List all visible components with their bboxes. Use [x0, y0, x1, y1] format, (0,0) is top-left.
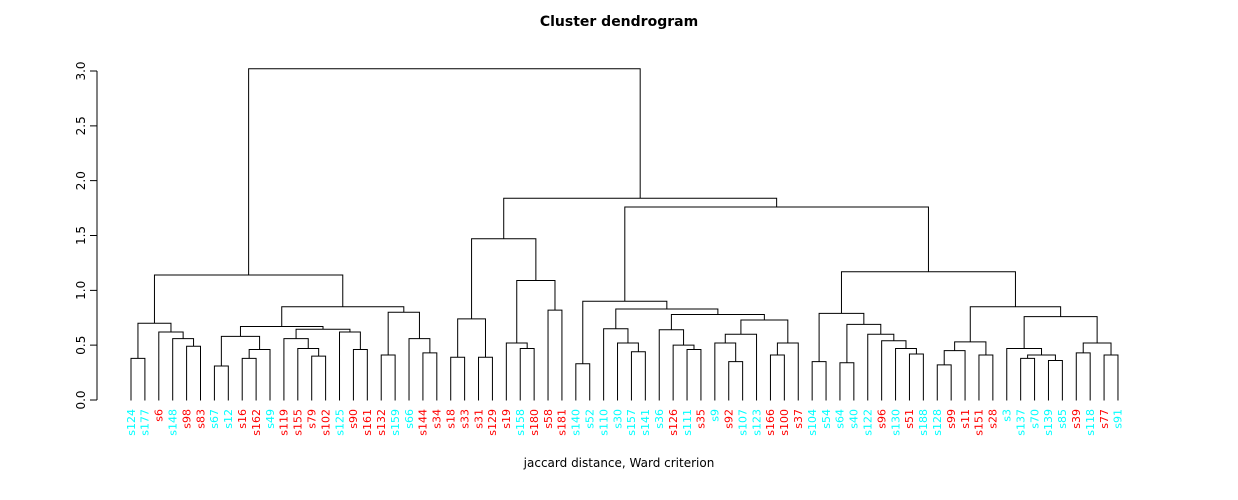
leaf-label-s162: s162 [250, 409, 263, 436]
leaf-label-s79: s79 [305, 409, 318, 429]
leaf-label-s70: s70 [1028, 409, 1041, 429]
y-tick-label: 1.5 [74, 226, 88, 245]
leaf-label-s11: s11 [959, 409, 972, 429]
leaf-label-s128: s128 [931, 409, 944, 436]
leaf-label-s40: s40 [848, 409, 861, 429]
leaf-label-s188: s188 [917, 409, 930, 436]
leaf-label-s90: s90 [347, 409, 360, 429]
leaf-label-s28: s28 [987, 409, 1000, 429]
leaf-label-s102: s102 [319, 409, 332, 436]
y-axis [90, 70, 98, 401]
leaf-label-s125: s125 [333, 409, 346, 436]
leaf-label-s31: s31 [472, 409, 485, 429]
leaf-label-s122: s122 [861, 409, 874, 436]
leaf-label-s16: s16 [236, 409, 249, 429]
leaf-label-s49: s49 [264, 409, 277, 429]
leaf-label-s9: s9 [709, 409, 722, 422]
leaf-label-s181: s181 [556, 409, 569, 436]
leaf-label-s123: s123 [750, 409, 763, 436]
leaf-label-s118: s118 [1084, 409, 1097, 436]
leaf-label-s39: s39 [1070, 409, 1083, 429]
leaf-label-s119: s119 [278, 409, 291, 436]
axis-caption: jaccard distance, Ward criterion [523, 456, 715, 470]
y-tick-label: 3.0 [74, 61, 88, 80]
y-tick-label: 2.5 [74, 116, 88, 135]
leaf-label-s148: s148 [166, 409, 179, 436]
leaf-label-s177: s177 [139, 409, 152, 436]
leaf-label-s51: s51 [903, 409, 916, 429]
y-tick-label: 2.0 [74, 171, 88, 190]
leaf-label-s137: s137 [1014, 409, 1027, 436]
leaf-label-s132: s132 [375, 409, 388, 436]
leaf-label-s66: s66 [403, 409, 416, 429]
leaf-label-s111: s111 [681, 409, 694, 436]
leaf-label-s100: s100 [778, 409, 791, 436]
leaf-label-s158: s158 [514, 409, 527, 436]
leaf-label-s124: s124 [125, 409, 138, 436]
y-tick-label: 0.5 [74, 336, 88, 355]
leaf-label-s6: s6 [153, 409, 166, 422]
dendrogram-tree-lines [130, 68, 1119, 401]
leaf-label-s34: s34 [431, 409, 444, 429]
leaf-label-s83: s83 [194, 409, 207, 429]
leaf-label-s54: s54 [820, 409, 833, 429]
leaf-label-s58: s58 [542, 409, 555, 429]
leaf-label-s36: s36 [653, 409, 666, 429]
leaf-label-s52: s52 [583, 409, 596, 429]
leaf-label-s35: s35 [695, 409, 708, 429]
leaf-label-s107: s107 [736, 409, 749, 436]
leaf-label-s12: s12 [222, 409, 235, 429]
leaf-label-s91: s91 [1112, 409, 1125, 429]
y-tick-label: 0.0 [74, 390, 88, 409]
leaf-label-s151: s151 [973, 409, 986, 436]
leaf-label-s141: s141 [639, 409, 652, 436]
leaf-label-s130: s130 [889, 409, 902, 436]
y-tick-label: 1.0 [74, 281, 88, 300]
leaf-label-s144: s144 [417, 409, 430, 436]
leaf-label-s99: s99 [945, 409, 958, 429]
leaf-label-s104: s104 [806, 409, 819, 436]
leaf-label-s64: s64 [834, 409, 847, 429]
leaf-label-s37: s37 [792, 409, 805, 429]
leaf-label-s92: s92 [722, 409, 735, 429]
leaf-label-s3: s3 [1001, 409, 1014, 422]
leaf-label-s85: s85 [1056, 409, 1069, 429]
leaf-label-s110: s110 [597, 409, 610, 436]
leaf-label-s96: s96 [875, 409, 888, 429]
leaf-label-s180: s180 [528, 409, 541, 436]
leaf-label-s129: s129 [486, 409, 499, 436]
leaf-label-s161: s161 [361, 409, 374, 436]
leaf-label-s126: s126 [667, 409, 680, 436]
leaf-label-s140: s140 [570, 409, 583, 436]
leaf-label-s67: s67 [208, 409, 221, 429]
leaf-label-s166: s166 [764, 409, 777, 436]
leaf-label-s18: s18 [444, 409, 457, 429]
chart-title: Cluster dendrogram [539, 14, 699, 30]
leaf-label-s157: s157 [625, 409, 638, 436]
leaf-label-s33: s33 [458, 409, 471, 429]
leaf-label-s30: s30 [611, 409, 624, 429]
leaf-label-s159: s159 [389, 409, 402, 436]
leaf-label-s139: s139 [1042, 409, 1055, 436]
leaf-label-s19: s19 [500, 409, 513, 429]
leaf-label-s98: s98 [180, 409, 193, 429]
leaf-label-s77: s77 [1098, 409, 1111, 429]
leaf-label-s155: s155 [292, 409, 305, 436]
